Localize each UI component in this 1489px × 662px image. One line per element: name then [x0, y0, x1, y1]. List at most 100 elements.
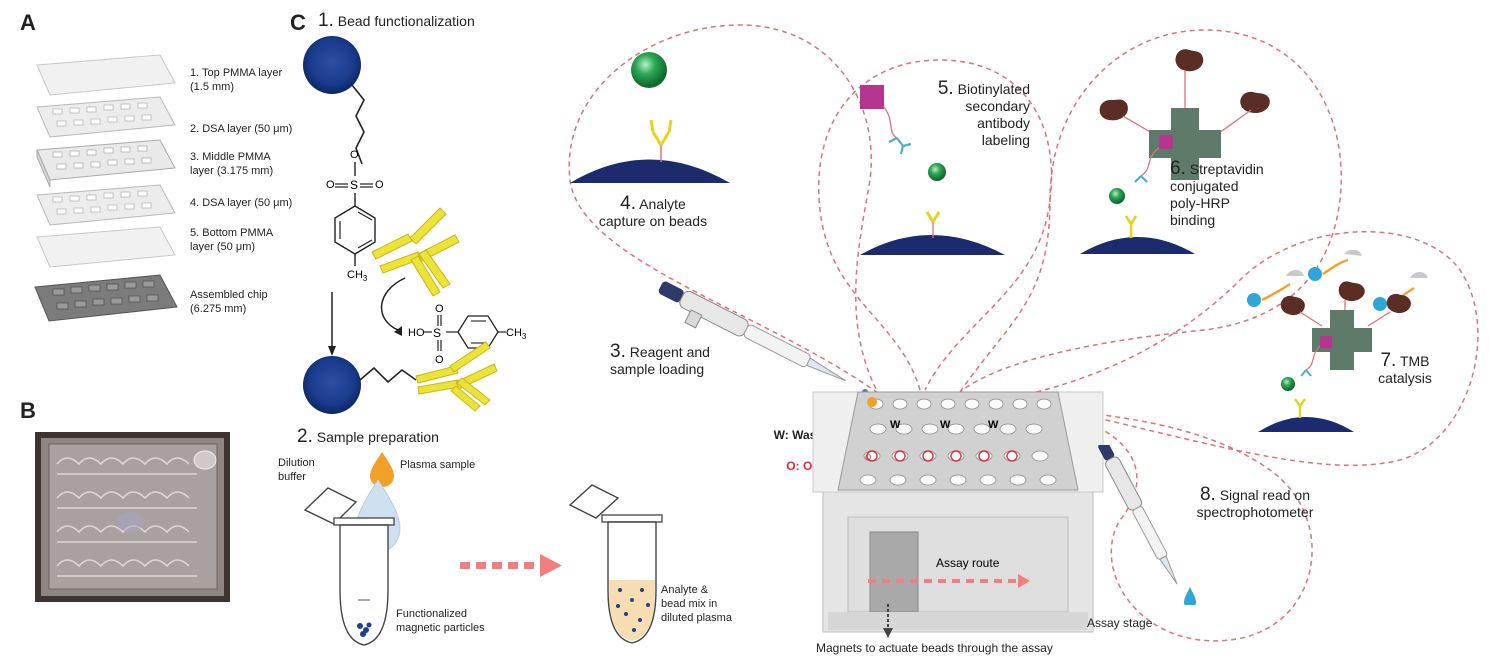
bead-surface-5: [860, 235, 1005, 255]
step-6-number: 6.: [1170, 158, 1186, 179]
assay-stage-label: Assay stage: [1087, 616, 1153, 630]
assay-steps-callouts: [568, 24, 1479, 642]
step-7-illustration: [1247, 250, 1428, 432]
layer-5-label: 5. Bottom PMMA layer (50 μm): [190, 226, 273, 254]
layer-1-name: 1. Top PMMA layer: [190, 67, 283, 79]
chamber-grid: [859, 398, 1057, 486]
functionalized-line-2: magnetic particles: [396, 622, 485, 634]
methyl-label-byproduct: CH3: [506, 327, 527, 341]
biotin-icon: [860, 85, 884, 109]
chip-photograph: [35, 432, 230, 602]
oxygen-label-3: O: [375, 179, 384, 191]
benzene-ring: [334, 205, 376, 255]
assay-route-arrow: [868, 574, 1030, 588]
mix-line-1: Analyte &: [661, 584, 709, 596]
tube-left-icon: [303, 487, 395, 646]
step-8-number: 8.: [1199, 484, 1216, 505]
bead-surface: [570, 159, 730, 183]
sulfur-label: S: [350, 178, 358, 192]
hrp-enzyme-icons: [1099, 49, 1270, 121]
dilution-buffer-label: Dilution buffer: [278, 456, 315, 484]
tmb-molecule-icons: [1247, 250, 1428, 311]
step-7-line-2: catalysis: [1378, 370, 1432, 386]
functionalized-particles-label: Functionalized magnetic particles: [396, 607, 485, 635]
step-8-label: 8. Signal read on spectrophotometer: [1180, 484, 1330, 521]
step-7-label: 7. TMB catalysis: [1360, 351, 1450, 387]
step-2-title: 2. Sample preparation: [297, 427, 439, 446]
plasma-sample-label: Plasma sample: [400, 459, 476, 471]
panel-letter-a: A: [20, 10, 36, 35]
step-8-line-2: spectrophotometer: [1196, 504, 1314, 520]
step-1-title: 1. Bead functionalization: [318, 10, 475, 31]
step-6-illustration: [1080, 49, 1270, 254]
assembled-chip-name: Assembled chip: [190, 289, 268, 301]
step-3-line-2: sample loading: [610, 361, 705, 377]
step-2-text: Sample preparation: [316, 429, 439, 445]
step-8-line-1: Signal read on: [1219, 487, 1311, 503]
antibody-free: [371, 207, 460, 297]
step-4-label: 4. Analyte capture on beads: [583, 193, 723, 230]
step-6-label: 6. Streptavidin conjugated poly-HRP bind…: [1170, 158, 1290, 229]
pipette-reading-icon: [1098, 445, 1196, 605]
sulfur-label-byproduct: S: [433, 326, 441, 340]
tube-right-icon: [568, 484, 663, 644]
step-5-line-3: antibody: [977, 115, 1030, 131]
panel-letter-b: B: [20, 398, 36, 423]
reading-droplet-icon: [1184, 587, 1196, 605]
layer-3-name: 3. Middle PMMA: [190, 151, 271, 163]
step-6-line-1: Streptavidin: [1189, 161, 1264, 177]
transfer-arrow: [460, 554, 562, 577]
layer-2-label: 2. DSA layer (50 μm): [190, 123, 293, 135]
assembled-chip-detail: (6.275 mm): [190, 303, 247, 315]
step-6-line-3: poly-HRP: [1170, 195, 1230, 211]
layer-stack-illustration: [34, 54, 178, 322]
assembled-chip-label: Assembled chip (6.275 mm): [190, 288, 268, 316]
layer-4-label: 4. DSA layer (50 μm): [190, 197, 293, 209]
oil-marker-1: O: [865, 453, 871, 462]
plasma-droplet-icon: [370, 452, 394, 487]
callout-step-6: [959, 29, 1342, 393]
magnetic-bead-top: [303, 36, 361, 94]
sample-preparation-illustration: [303, 452, 663, 646]
step-5-illustration: [860, 85, 1005, 255]
step-5-line-2: secondary: [965, 98, 1030, 114]
step-5-label: 5. Biotinylated secondary antibody label…: [880, 79, 1030, 149]
step-3-line-1: Reagent and: [629, 344, 710, 360]
step-6-line-2: conjugated: [1170, 178, 1239, 194]
step-4-line-2: capture on beads: [598, 213, 708, 229]
layer-5-detail: layer (50 μm): [190, 241, 256, 253]
washing-marker-3: W: [988, 419, 999, 431]
streptavidin-hrp-cross: [1149, 108, 1221, 180]
analyte-bead-icon: [631, 52, 667, 88]
layer-3-detail: layer (3.175 mm): [190, 165, 274, 177]
methyl-label: CH3: [347, 269, 368, 283]
magnetic-bead-bottom: [303, 356, 361, 414]
layer-1-detail: (1.5 mm): [190, 81, 234, 93]
functionalized-line-1: Functionalized: [396, 608, 467, 620]
pipette-loading-icon: [658, 281, 868, 395]
step-5-line-4: labeling: [981, 132, 1030, 148]
magnets-label: Magnets to actuate beads through the ass…: [816, 641, 1053, 655]
step-4-number: 4.: [620, 193, 637, 214]
step-1-number: 1.: [318, 10, 334, 31]
layer-3-label: 3. Middle PMMA layer (3.175 mm): [190, 150, 273, 178]
sample-inlet-icon: [867, 397, 877, 407]
washing-marker-2: W: [940, 419, 951, 431]
mix-line-2: bead mix in: [661, 598, 718, 610]
bead-functionalization-scheme: O O S O CH3 HO S O O CH3: [303, 36, 527, 414]
oxygen-label-5: O: [435, 354, 444, 366]
antibody-bound: [415, 341, 498, 412]
panel-letter-c: C: [290, 10, 306, 35]
analyte-mix-label: Analyte & bead mix in diluted plasma: [661, 583, 732, 625]
dilution-buffer-line-1: Dilution: [278, 457, 315, 469]
layer-1-label: 1. Top PMMA layer (1.5 mm): [190, 66, 282, 94]
step-6-line-4: binding: [1170, 212, 1216, 228]
callout-step-8: [1019, 404, 1313, 642]
step-1-text: Bead functionalization: [337, 13, 475, 29]
step-5-line-1: Biotinylated: [957, 81, 1030, 97]
step-3-number: 3.: [610, 341, 626, 362]
oxygen-label-4: O: [435, 303, 444, 315]
layer-5-name: 5. Bottom PMMA: [190, 227, 274, 239]
oxygen-label-2: O: [326, 179, 335, 191]
step-3-label: 3. Reagent and sample loading: [610, 341, 710, 378]
